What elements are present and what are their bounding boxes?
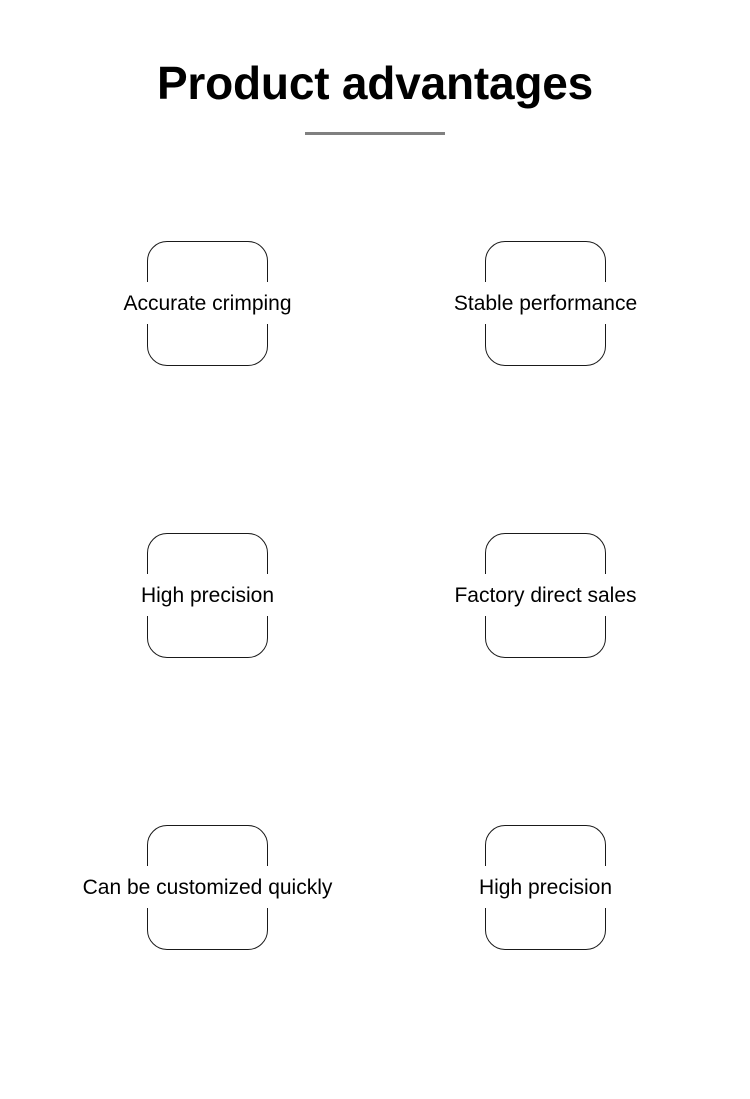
advantage-label: Accurate crimping (123, 291, 292, 315)
advantage-card[interactable]: Stable performance (439, 241, 652, 366)
advantages-row: Accurate crimping Stable performance (0, 241, 750, 366)
advantage-label: High precision (478, 875, 613, 899)
advantage-label: Factory direct sales (454, 583, 637, 607)
title-divider (305, 131, 445, 135)
advantage-label-band: High precision (464, 866, 627, 908)
advantage-card[interactable]: Accurate crimping (109, 241, 306, 366)
advantage-label-band: Stable performance (439, 282, 652, 324)
advantage-label-band: Factory direct sales (440, 574, 651, 616)
advantages-row: High precision Factory direct sales (0, 533, 750, 658)
advantage-label: Can be customized quickly (82, 875, 333, 899)
advantage-card[interactable]: High precision (126, 533, 289, 658)
advantage-label-band: High precision (126, 574, 289, 616)
advantages-row: Can be customized quickly High precision (0, 825, 750, 950)
advantage-label: Stable performance (453, 291, 638, 315)
advantages-grid: Accurate crimping Stable performance Hig… (0, 241, 750, 950)
advantage-label: High precision (140, 583, 275, 607)
advantage-label-band: Accurate crimping (109, 282, 306, 324)
advantage-card[interactable]: Factory direct sales (440, 533, 651, 658)
advantage-card[interactable]: Can be customized quickly (68, 825, 347, 950)
advantage-label-band: Can be customized quickly (68, 866, 347, 908)
page-title: Product advantages (156, 57, 594, 109)
page-header: Product advantages (0, 57, 750, 135)
advantage-card[interactable]: High precision (464, 825, 627, 950)
